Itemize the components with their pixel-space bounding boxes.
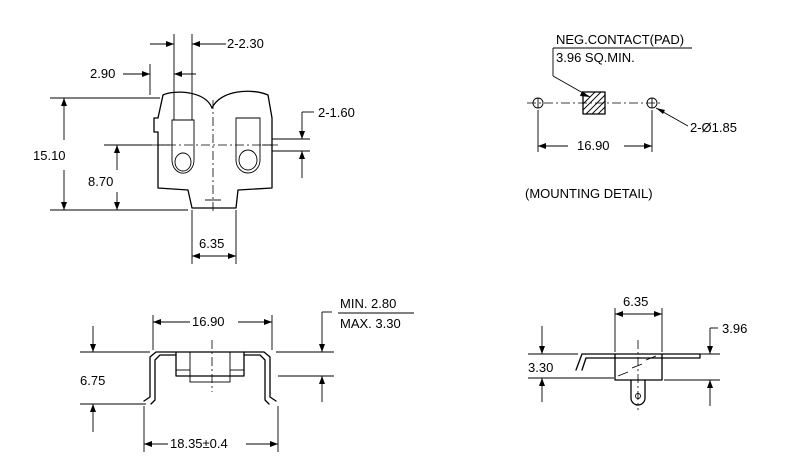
- side-body: [614, 353, 663, 381]
- dim-height-min: MIN. 2.80: [340, 296, 396, 311]
- dim-hole-diameter: 2-Ø1.85: [690, 120, 737, 135]
- front-body: [175, 351, 245, 377]
- dim-mid-height: 8.70: [88, 174, 113, 189]
- neg-contact-pad: [582, 91, 606, 115]
- dim-tab-width: 2-1.60: [318, 105, 355, 120]
- dim-height-max: MAX. 3.30: [340, 316, 401, 331]
- dim-side-left-height: 3.30: [528, 360, 553, 375]
- dim-slot-offset: 2.90: [90, 66, 115, 81]
- mounting-detail: NEG.CONTACT(PAD) 3.96 SQ.MIN. 16.90 2-Ø1…: [525, 32, 737, 201]
- front-view: 16.90 MIN. 2.80 MAX. 3.30 6.75 18.35±0.4: [80, 296, 414, 452]
- side-flange: [575, 353, 701, 371]
- dim-height: 15.10: [33, 148, 66, 163]
- dim-side-height: 3.96: [722, 321, 747, 336]
- side-pin: [630, 379, 646, 406]
- dim-front-inner-width: 16.90: [192, 314, 225, 329]
- dim-bottom-width: 6.35: [199, 236, 224, 251]
- dim-mount-spacing: 16.90: [577, 138, 610, 153]
- callout-neg-contact: NEG.CONTACT(PAD): [556, 32, 684, 47]
- dim-side-width: 6.35: [623, 294, 648, 309]
- front-right-lead: [243, 351, 277, 402]
- side-view: 6.35 3.96 3.30: [528, 294, 747, 410]
- top-view: 2-2.30 2.90 15.10 8.70 2-1.60: [33, 34, 355, 264]
- right-contact-slot: [235, 117, 261, 174]
- dim-slot-width: 2-2.30: [227, 36, 264, 51]
- dim-front-height: 6.75: [80, 373, 105, 388]
- callout-pad-size: 3.96 SQ.MIN.: [556, 50, 635, 65]
- front-left-lead: [143, 351, 177, 402]
- dim-overall-width: 18.35±0.4: [170, 436, 228, 451]
- mounting-caption: (MOUNTING DETAIL): [525, 186, 653, 201]
- left-contact-slot: [171, 119, 195, 174]
